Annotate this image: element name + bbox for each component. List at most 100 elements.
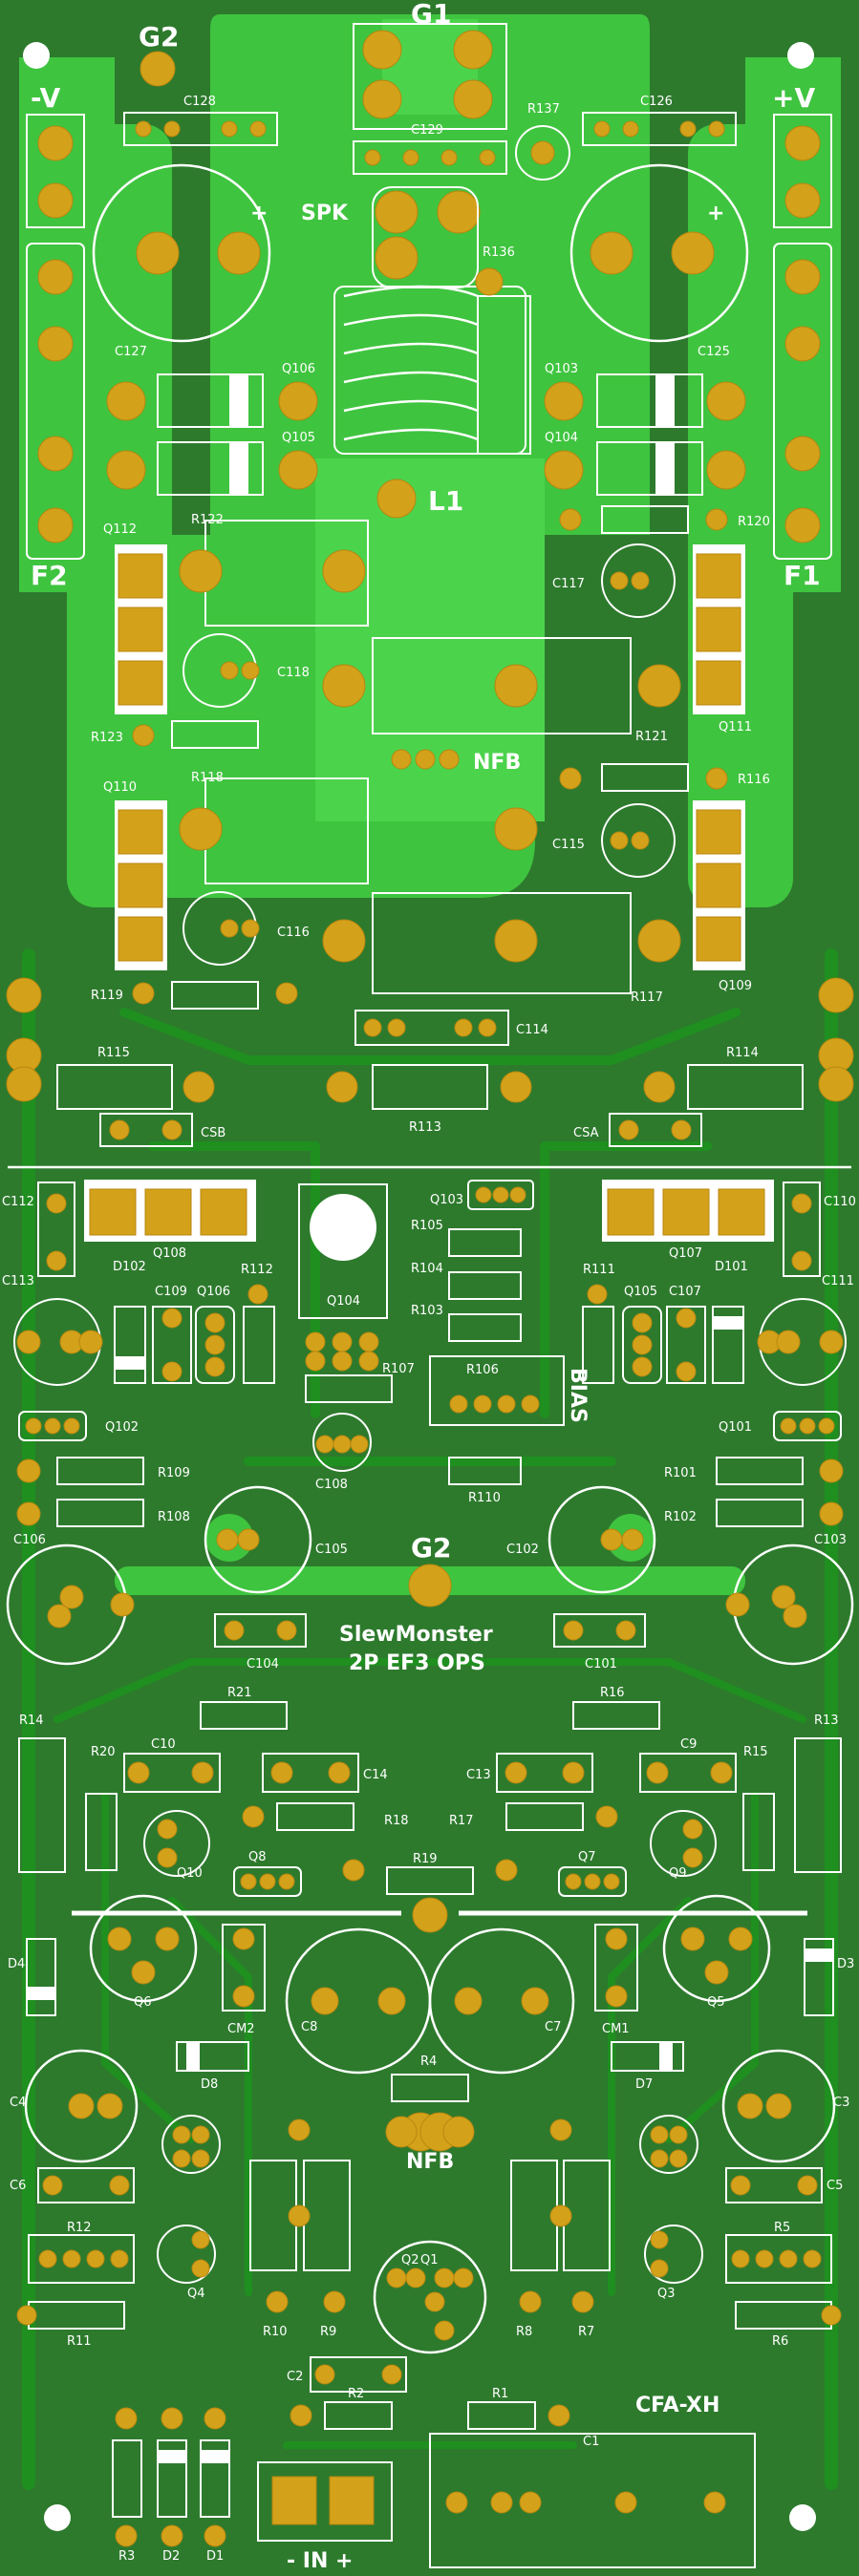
c8-label: C8: [301, 2020, 317, 2034]
r117-outline: [372, 892, 632, 994]
r103-outline: [448, 1313, 522, 1342]
spk-pad-3: [375, 236, 419, 280]
neg-v-label: -V: [31, 82, 61, 114]
c3-label: C3: [833, 2096, 849, 2110]
r120-outline: [601, 505, 689, 534]
r15-label: R15: [743, 1745, 768, 1759]
r12-outline: [28, 2234, 135, 2284]
q2-label: Q2: [401, 2253, 419, 2267]
c127-pad-pos: [217, 231, 261, 275]
c102-label: C102: [506, 1543, 539, 1557]
d1-outline: [200, 2439, 230, 2518]
r18-label: R18: [384, 1814, 409, 1828]
c7-outline: [428, 1927, 575, 2075]
neg-v-pad-2: [37, 182, 74, 219]
pos-v-terminal-outline: [773, 114, 832, 228]
c14-label: C14: [363, 1768, 388, 1782]
r123-label: R123: [91, 731, 123, 745]
c127-pad-neg: [136, 231, 180, 275]
q103-outline: [596, 373, 703, 428]
f2-fuse-outline: [26, 243, 85, 560]
r136-pad: [475, 267, 504, 296]
c4-outline: [24, 2049, 139, 2163]
r105-outline: [448, 1228, 522, 1257]
c104-label: C104: [247, 1657, 279, 1671]
r103-label: R103: [411, 1304, 443, 1318]
d2-label: D2: [162, 2549, 180, 2564]
csa-outline: [609, 1113, 702, 1147]
r112-outline: [243, 1306, 275, 1384]
q103b-outline: [467, 1180, 534, 1210]
c112-label: C112: [2, 1195, 34, 1209]
bias-label: BIAS: [566, 1368, 590, 1423]
r109-label: R109: [158, 1466, 190, 1480]
r108-outline: [56, 1499, 144, 1527]
r6-label: R6: [772, 2334, 788, 2349]
c116-label: C116: [277, 926, 310, 940]
r5-outline: [725, 2234, 832, 2284]
c104-outline: [214, 1613, 307, 1648]
mounting-hole-top-left: [23, 42, 50, 69]
mounting-hole-top-right: [787, 42, 814, 69]
c125-pad-neg: [590, 231, 634, 275]
c6-label: C6: [10, 2179, 26, 2193]
q7-label: Q7: [578, 1850, 596, 1864]
output-stage: G2 G1 -V +V C128 C129 C126 R137: [6, 0, 854, 2531]
spk-pad-2: [437, 190, 481, 234]
r14-label: R14: [19, 1714, 44, 1728]
r3-outline: [112, 2439, 142, 2518]
r106-label: R106: [466, 1363, 499, 1377]
cm2-label: CM2: [227, 2022, 255, 2036]
c118-label: C118: [277, 666, 310, 680]
r4-label: R4: [420, 2054, 437, 2069]
r137-outline: [515, 125, 570, 181]
r12-label: R12: [67, 2221, 92, 2235]
nfb-bottom-label: NFB: [406, 2150, 454, 2174]
c10-outline: [123, 1753, 221, 1793]
q102-label: Q102: [105, 1420, 139, 1435]
r107-outline: [305, 1374, 393, 1403]
d8-label: D8: [201, 2077, 218, 2092]
r5-label: R5: [774, 2221, 790, 2235]
q101-outline: [773, 1411, 842, 1441]
c2-label: C2: [287, 2370, 303, 2384]
d8-outline: [176, 2041, 249, 2072]
r110-outline: [448, 1457, 522, 1485]
r116-outline: [601, 763, 689, 792]
q8-outline: [233, 1866, 302, 1897]
r2-label: R2: [348, 2387, 364, 2401]
r111-outline: [582, 1306, 614, 1384]
q10-label: Q10: [177, 1866, 203, 1881]
r21-label: R21: [227, 1686, 252, 1700]
r20-label: R20: [91, 1745, 116, 1759]
q106-label: Q106: [282, 362, 315, 376]
pos-v-pad-2: [784, 182, 821, 219]
c111-label: C111: [822, 1274, 854, 1288]
r15-outline: [742, 1793, 775, 1871]
d1-label: D1: [206, 2549, 224, 2564]
c110-label: C110: [824, 1195, 856, 1209]
r110-label: R110: [468, 1491, 501, 1505]
c117-outline: [601, 543, 676, 618]
q6-label: Q6: [134, 1995, 152, 2010]
pos-v-label: +V: [772, 82, 815, 114]
c113-label: C113: [2, 1274, 34, 1288]
d7-label: D7: [635, 2077, 653, 2092]
c115-outline: [601, 803, 676, 878]
q104-label: Q104: [545, 431, 578, 445]
r13-label: R13: [814, 1714, 839, 1728]
c125-pad-pos: [671, 231, 715, 275]
f2-label: F2: [31, 560, 68, 591]
c106-label: C106: [13, 1533, 46, 1547]
csb-outline: [99, 1113, 193, 1147]
r19-label: R19: [413, 1852, 438, 1866]
r111-label: R111: [583, 1263, 615, 1277]
neg-v-terminal-outline: [26, 114, 85, 228]
c10-label: C10: [151, 1737, 176, 1752]
d3-label: D3: [837, 1957, 854, 1971]
r102-label: R102: [664, 1510, 697, 1524]
q112-label: Q112: [103, 522, 137, 537]
cm1-outline: [594, 1924, 638, 2012]
q9-outline: [650, 1810, 717, 1877]
r102-outline: [716, 1499, 804, 1527]
